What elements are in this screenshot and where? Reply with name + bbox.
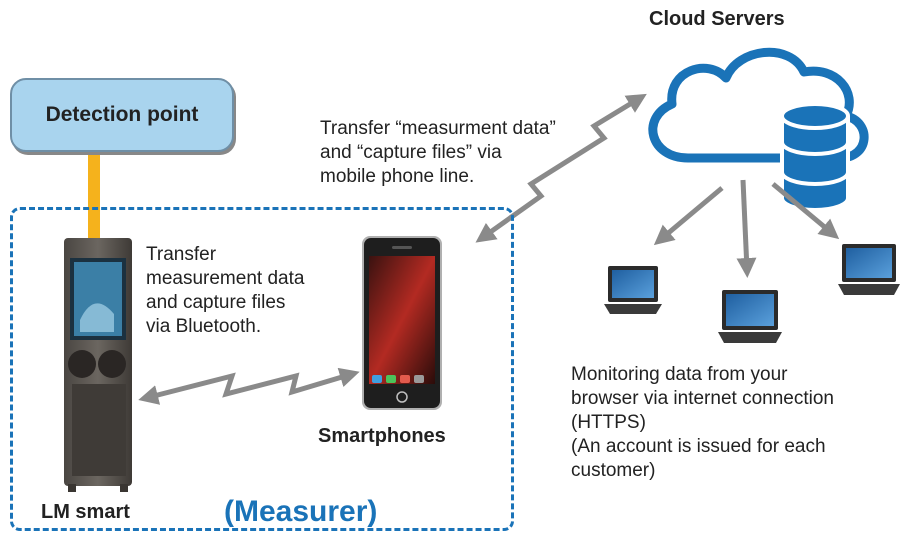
monitoring-text-line: Monitoring data from your: [571, 364, 788, 385]
mobile-line-text-line: and “capture files” via: [320, 142, 502, 163]
mobile-line-text-line: Transfer “measurment data”: [320, 118, 556, 139]
probe-line: [88, 150, 100, 242]
laptop-icon: [838, 244, 900, 295]
bluetooth-text-line: measurement data: [146, 268, 305, 289]
mobile-line-text-line: mobile phone line.: [320, 166, 475, 187]
monitoring-text-line: (HTTPS): [571, 412, 646, 433]
bluetooth-transfer-text: Transfer measurement data and capture fi…: [146, 243, 304, 339]
measurer-label: (Measurer): [224, 495, 378, 528]
mobile-line-transfer-text: Transfer “measurment data” and “capture …: [320, 117, 556, 189]
detection-point-label: Detection point: [45, 103, 199, 126]
arrow-cloud-to-laptop-right: [771, 182, 840, 240]
cloud-servers-title: Cloud Servers: [649, 8, 785, 30]
monitoring-text-line: browser via internet connection: [571, 388, 834, 409]
arrow-cloud-to-laptop-center: [736, 179, 757, 278]
bluetooth-text-line: via Bluetooth.: [146, 316, 262, 337]
monitoring-text: Monitoring data from your browser via in…: [571, 363, 834, 483]
smartphone-icon: [362, 236, 442, 410]
smartphones-label: Smartphones: [318, 425, 446, 447]
laptop-icon: [718, 290, 782, 343]
lm-smart-label: LM smart: [41, 501, 130, 523]
monitoring-text-line: (An account is issued for each: [571, 436, 826, 457]
mobile-line-arrow: [475, 93, 647, 243]
arrow-cloud-to-laptop-left: [653, 186, 724, 246]
laptop-icon: [604, 266, 662, 314]
detection-point-box: Detection point: [10, 78, 234, 152]
database-icon: [780, 102, 850, 212]
bluetooth-text-line: and capture files: [146, 292, 286, 313]
bluetooth-arrow: [138, 367, 360, 405]
measurer-frame: [10, 207, 514, 531]
bluetooth-text-line: Transfer: [146, 244, 217, 265]
lm-smart-device-icon: [64, 238, 132, 492]
monitoring-text-line: customer): [571, 460, 656, 481]
